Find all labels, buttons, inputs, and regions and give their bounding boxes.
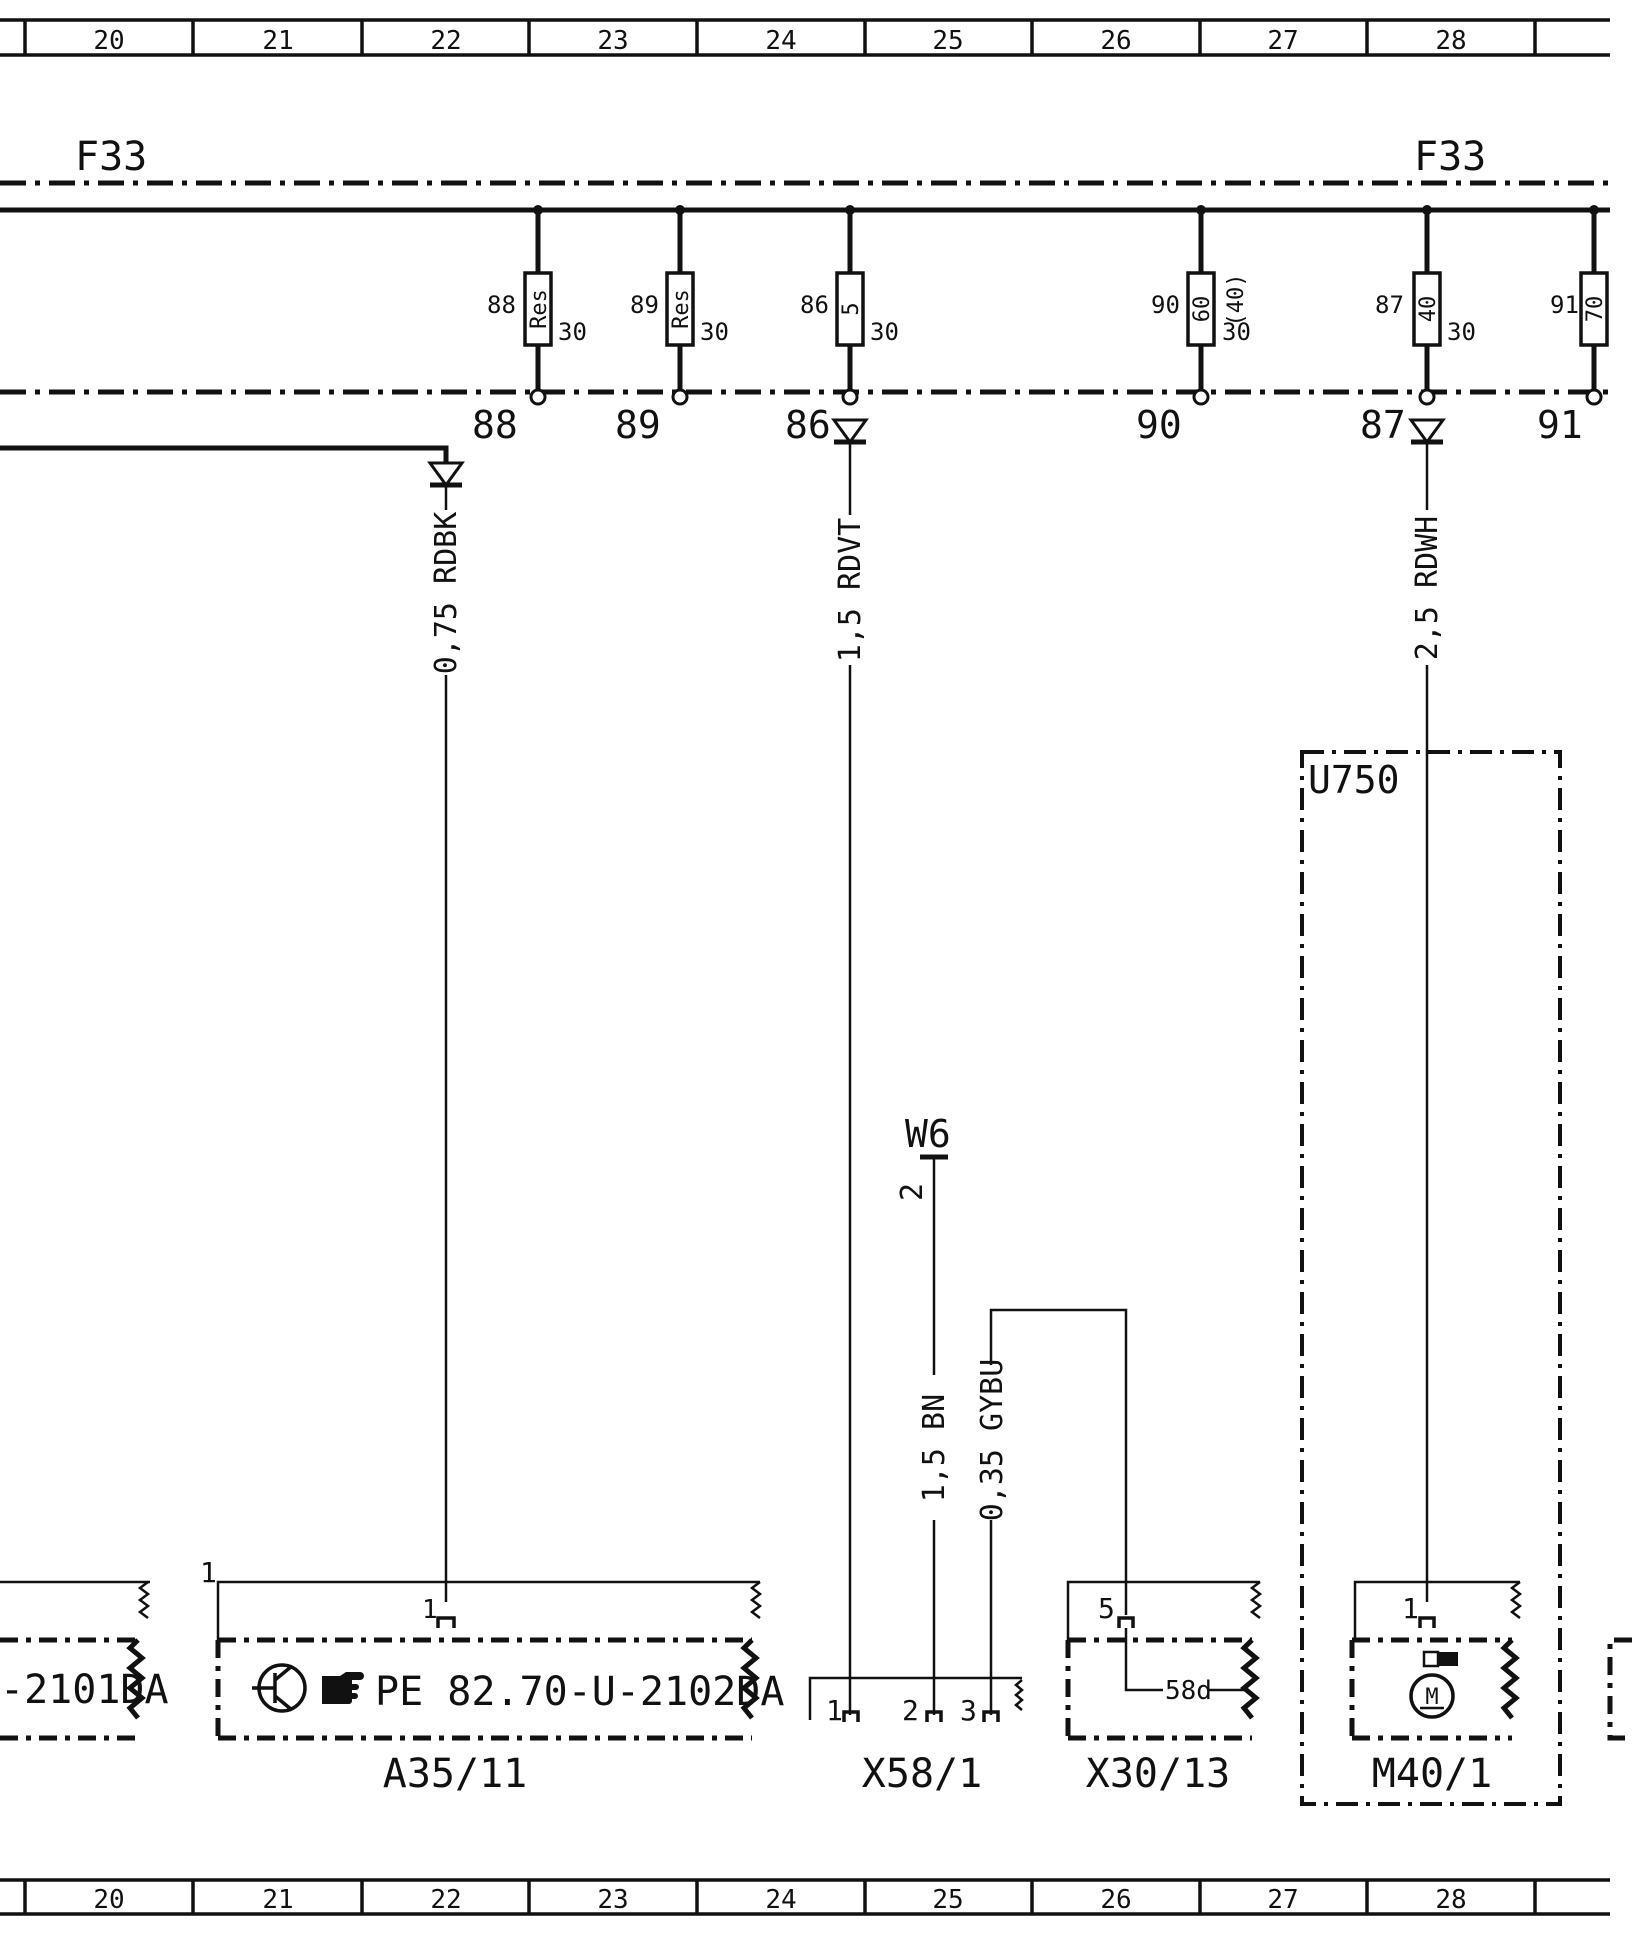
wire-rdvt: 1,5 RDVT [831, 418, 869, 1715]
ground-w6: W6 2 1,5 BN [895, 1112, 952, 1715]
fuse-86-terminal: 30 [870, 318, 899, 346]
fuse-88: Res 88 30 88 [472, 205, 587, 447]
fuse-86: 5 86 30 86 [785, 205, 899, 447]
m40-label: M40/1 [1372, 1751, 1492, 1797]
component-x58-1: 1 2 3 X58/1 [808, 1676, 1024, 1797]
fuse-89-terminal: 30 [700, 318, 729, 346]
u750-label: U750 [1308, 758, 1400, 802]
wire-rdvt-label: 1,5 RDVT [833, 518, 868, 663]
ground-w6-pin: 2 [895, 1183, 930, 1201]
fuse-88-terminal: 30 [558, 318, 587, 346]
fuse-90-rating: 60 [1190, 296, 1215, 323]
fuse-90-output: 90 [1136, 403, 1182, 447]
a35-label: A35/11 [383, 1751, 528, 1797]
grid-col-27-top: 27 [1267, 26, 1298, 56]
grid-col-20-top: 20 [93, 26, 124, 56]
component-right-cut [1607, 1637, 1632, 1741]
grid-col-26-bottom: 26 [1100, 1885, 1131, 1915]
fuse-89-id: 89 [630, 291, 659, 319]
wire-rdbk: 0,75 RDBK [0, 445, 465, 1602]
top-grid-ruler: 20 21 22 23 24 25 26 27 28 [0, 18, 1610, 57]
a35-pin-1: 1 [422, 1595, 438, 1625]
pointing-hand-icon [322, 1672, 364, 1704]
grid-col-22-top: 22 [430, 26, 461, 56]
fuse-91-output: 91 [1537, 403, 1583, 447]
x30-signal: 58d [1165, 1676, 1212, 1706]
m40-pin-1: 1 [1402, 1592, 1419, 1625]
fuse-88-rating: Res [527, 289, 552, 329]
fuse-87-output: 87 [1360, 403, 1406, 447]
component-m40-1: 1 M M40/1 [1349, 1580, 1523, 1797]
motor-m: M [1425, 1685, 1438, 1710]
fuse-91-rating: 70 [1583, 296, 1608, 323]
grid-col-22-bottom: 22 [430, 1885, 461, 1915]
x58-pin-2: 2 [902, 1694, 919, 1727]
grid-col-27-bottom: 27 [1267, 1885, 1298, 1915]
transistor-icon [252, 1663, 307, 1713]
a35-ref: PE 82.70-U-2102DA [375, 1669, 784, 1715]
grid-col-28-top: 28 [1435, 26, 1466, 56]
fuse-87: 40 87 30 87 [1360, 205, 1476, 447]
fuse-86-rating: 5 [839, 302, 864, 315]
grid-col-23-top: 23 [597, 26, 628, 56]
bottom-grid-ruler: 20 21 22 23 24 25 26 27 28 [0, 1878, 1610, 1916]
wire-bn-label: 1,5 BN [917, 1394, 952, 1502]
x30-label: X30/13 [1086, 1751, 1231, 1797]
fuse-86-id: 86 [800, 291, 829, 319]
grid-col-25-top: 25 [932, 26, 963, 56]
wire-rdwh-label: 2,5 RDWH [1410, 516, 1445, 661]
fuse-90-alt-rating: (40) [1224, 274, 1249, 327]
component-a35-11: 1 1 PE 82.70-U-2102DA A35/11 [200, 1556, 784, 1797]
grid-col-21-bottom: 21 [262, 1885, 293, 1915]
grid-col-25-bottom: 25 [932, 1885, 963, 1915]
fuse-box-label-right: F33 [1414, 134, 1486, 180]
fuse-90: 60 90 (40) 30 90 [1136, 205, 1251, 447]
fuse-87-id: 87 [1375, 291, 1404, 319]
fuse-88-id: 88 [487, 291, 516, 319]
wire-gybu-label: 0,35 GYBU [975, 1359, 1010, 1522]
component-left-cut: -2101DA [0, 1580, 169, 1741]
fuse-89: Res 89 30 89 [615, 205, 729, 447]
x58-pin-1: 1 [826, 1694, 843, 1727]
grid-col-24-bottom: 24 [765, 1885, 796, 1915]
grid-col-28-bottom: 28 [1435, 1885, 1466, 1915]
grid-col-21-top: 21 [262, 26, 293, 56]
grid-col-23-bottom: 23 [597, 1885, 628, 1915]
left-cut-ref: -2101DA [0, 1667, 169, 1713]
fuse-box-f33: F33 F33 Res 88 30 88 Res 89 30 89 [0, 134, 1610, 447]
grid-col-20-bottom: 20 [93, 1885, 124, 1915]
wire-gybu: 0,35 GYBU [975, 1308, 1128, 1715]
ground-w6-label: W6 [905, 1112, 951, 1156]
x58-pin-3: 3 [960, 1694, 977, 1727]
fuse-91: 70 91 91 [1537, 205, 1609, 447]
component-x30-13: 5 58d X30/13 [1065, 1580, 1263, 1797]
fuse-90-id: 90 [1151, 291, 1180, 319]
wire-rdwh: 2,5 RDWH [1408, 418, 1446, 1602]
motor-icon: M [1409, 1650, 1458, 1719]
fuse-90-terminal: 30 [1222, 318, 1251, 346]
fuse-87-rating: 40 [1416, 296, 1441, 323]
fuse-89-output: 89 [615, 403, 661, 447]
fuse-86-output: 86 [785, 403, 831, 447]
grid-col-24-top: 24 [765, 26, 796, 56]
a35-outer-pin: 1 [200, 1556, 217, 1589]
fuse-87-terminal: 30 [1447, 318, 1476, 346]
wire-rdbk-label: 0,75 RDBK [429, 512, 464, 675]
fuse-box-label-left: F33 [75, 134, 147, 180]
x58-label: X58/1 [862, 1751, 982, 1797]
fuse-89-rating: Res [669, 289, 694, 329]
module-u750: U750 [1300, 750, 1562, 1806]
grid-col-26-top: 26 [1100, 26, 1131, 56]
x30-pin-5: 5 [1098, 1592, 1115, 1625]
fuse-91-id: 91 [1550, 291, 1579, 319]
fuse-88-output: 88 [472, 403, 518, 447]
